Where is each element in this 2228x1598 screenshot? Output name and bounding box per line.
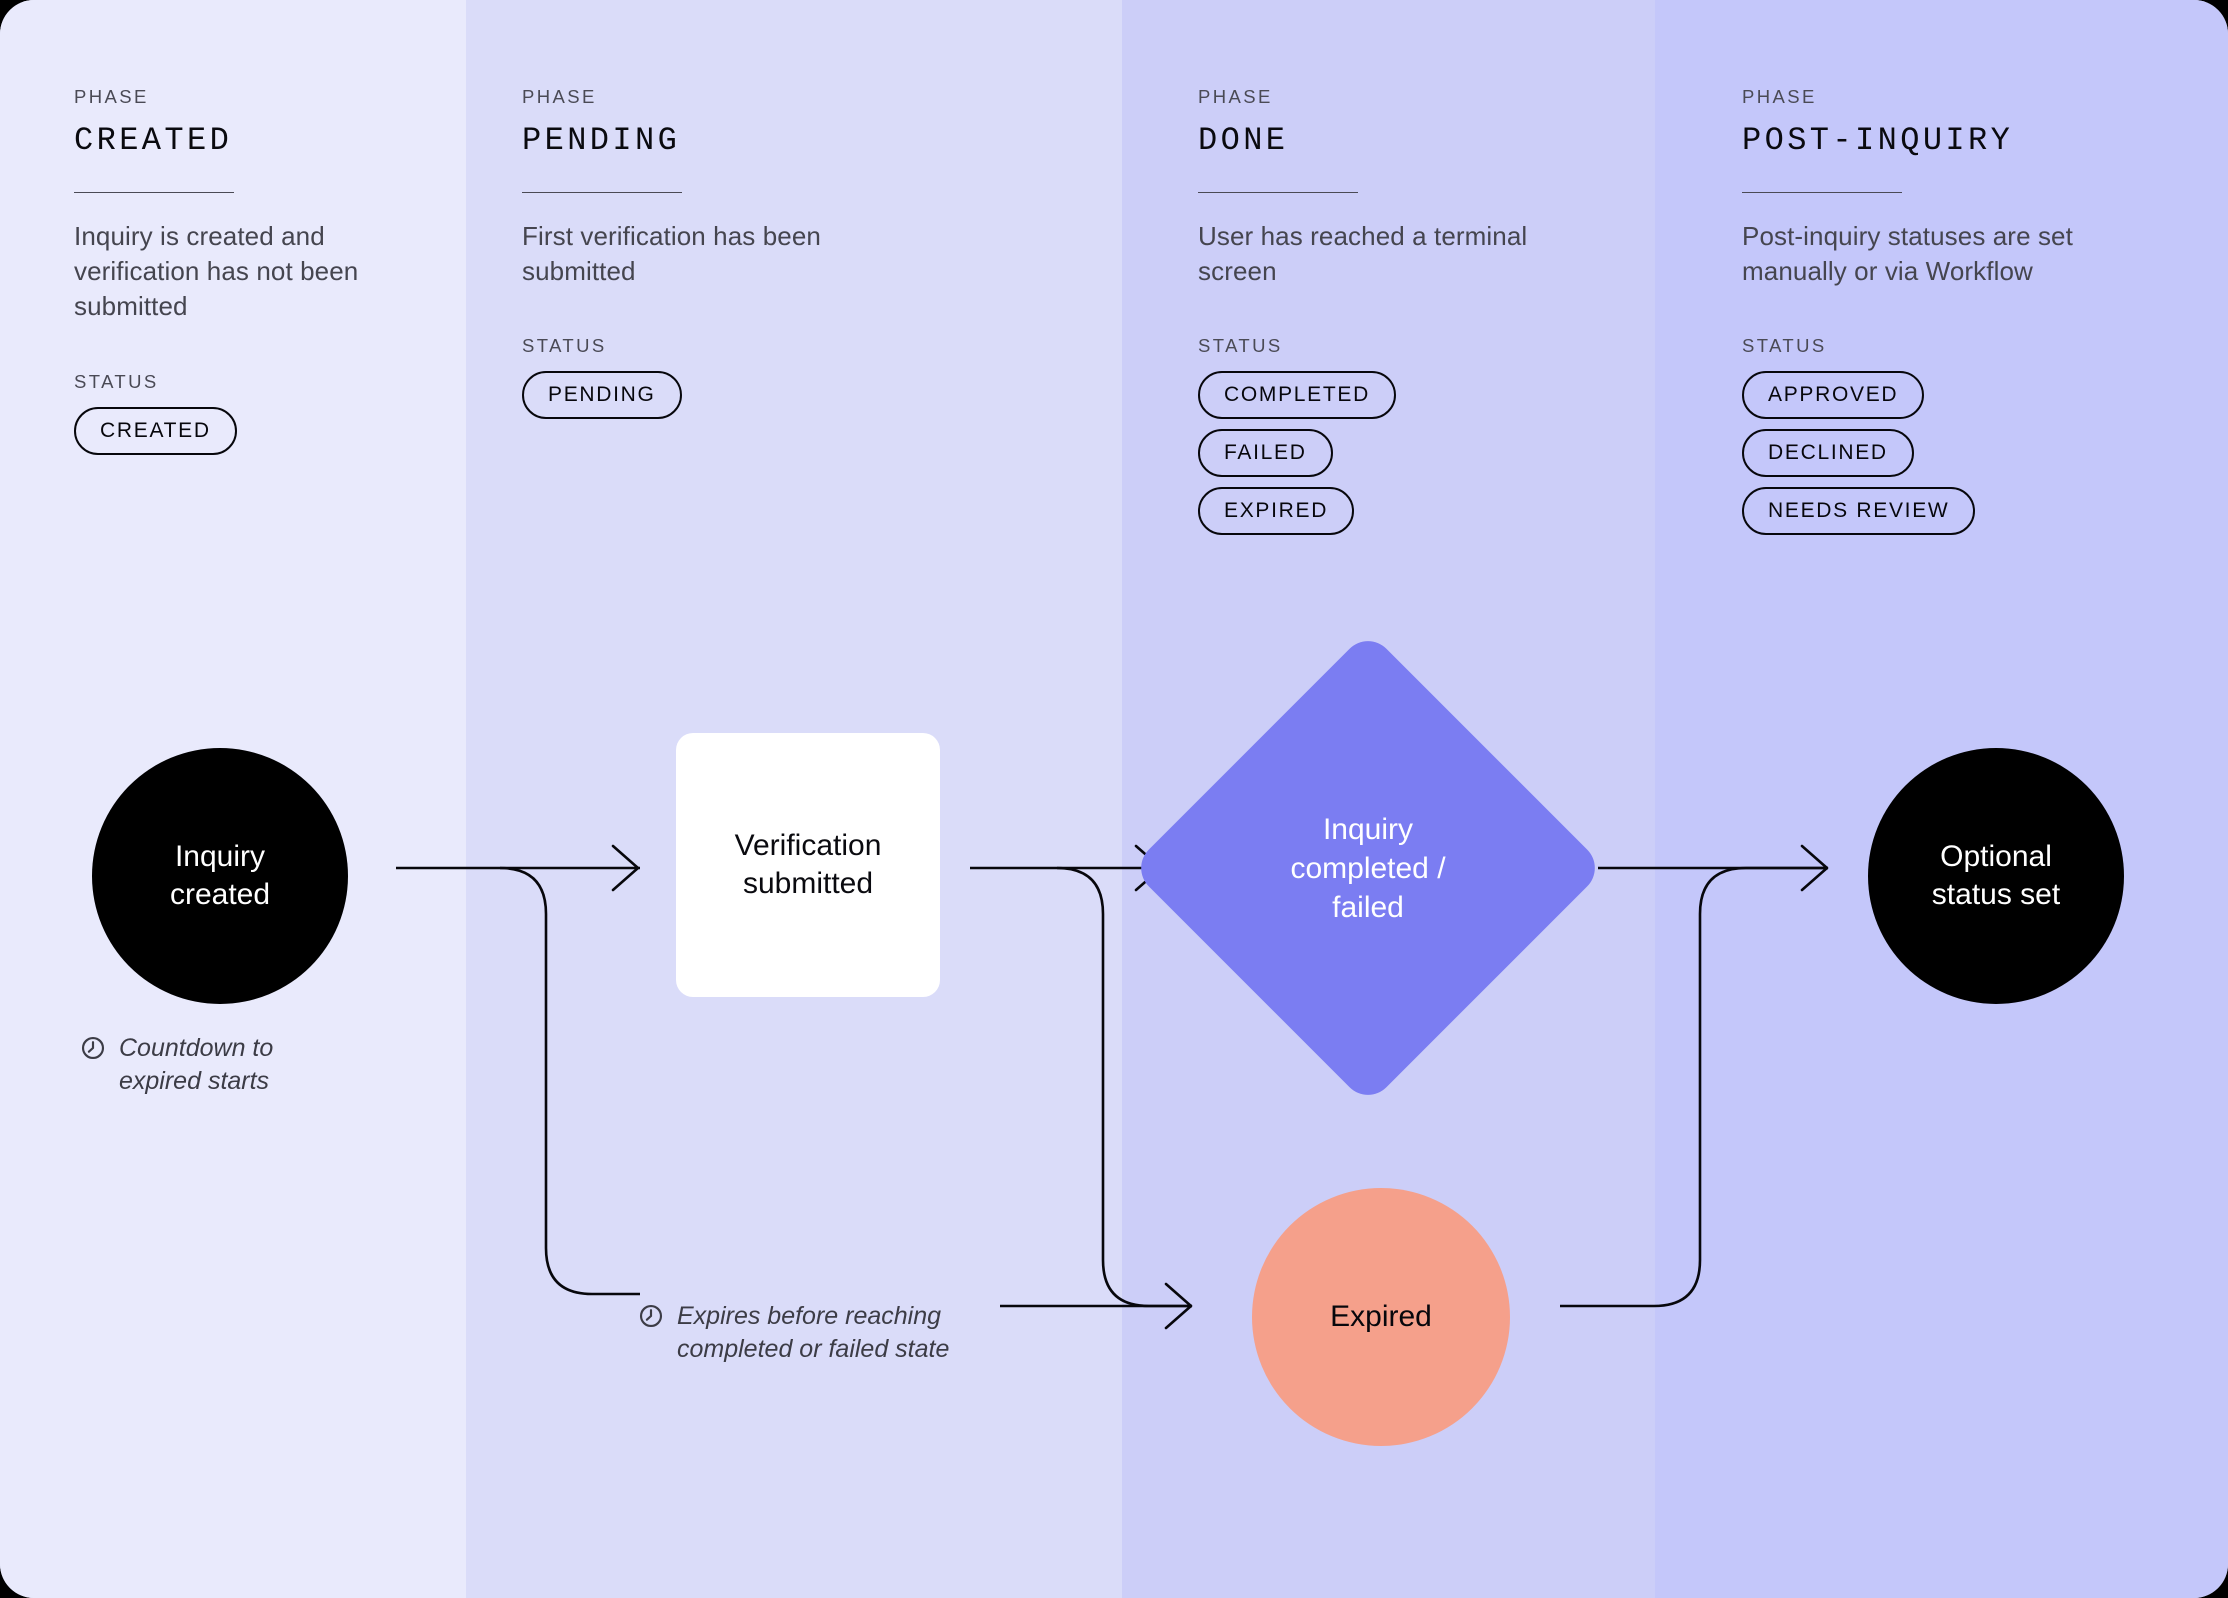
status-pill-list: APPROVED DECLINED NEEDS REVIEW bbox=[1742, 371, 2142, 536]
phase-eyebrow: PHASE bbox=[1198, 86, 1273, 107]
divider bbox=[1198, 191, 1358, 193]
connector-verification-expiry-branch bbox=[1056, 866, 1192, 1308]
status-pill-list: COMPLETED FAILED EXPIRED bbox=[1198, 371, 1528, 536]
phase-column-post-inquiry: PHASE POST-INQUIRY Post-inquiry statuses… bbox=[1742, 86, 2142, 536]
node-verification-submitted[interactable]: Verification submitted bbox=[676, 733, 940, 997]
node-label: Inquiry created bbox=[169, 839, 271, 911]
node-optional-status-set[interactable]: Optional status set bbox=[1868, 748, 2124, 1004]
node-label: Verification submitted bbox=[734, 828, 882, 900]
phase-description: User has reached a terminal screen bbox=[1198, 220, 1528, 287]
divider bbox=[74, 191, 234, 193]
status-badge[interactable]: NEEDS REVIEW bbox=[1742, 487, 1976, 536]
arrowhead-to-optional bbox=[1800, 844, 1829, 892]
clock-icon bbox=[639, 1304, 663, 1328]
status-section-label: STATUS bbox=[1742, 335, 1827, 357]
phase-title: CREATED bbox=[74, 121, 233, 159]
status-badge[interactable]: DECLINED bbox=[1742, 429, 1914, 478]
phase-eyebrow: PHASE bbox=[522, 86, 597, 107]
status-section-label: STATUS bbox=[1198, 335, 1283, 357]
annotation-text: Expires before reaching completed or fai… bbox=[677, 1302, 950, 1364]
phase-title: PENDING bbox=[522, 121, 681, 159]
node-label: Optional status set bbox=[1931, 839, 2061, 911]
arrowhead-to-expired bbox=[1164, 1282, 1193, 1330]
node-inquiry-completed-failed[interactable]: Inquiry completed / failed bbox=[1130, 630, 1606, 1106]
phase-description: Inquiry is created and verification has … bbox=[74, 220, 359, 322]
node-expired[interactable]: Expired bbox=[1252, 1188, 1510, 1446]
clock-icon bbox=[81, 1036, 105, 1060]
arrowhead-to-verification bbox=[611, 844, 640, 892]
status-badge[interactable]: APPROVED bbox=[1742, 371, 1925, 420]
divider bbox=[522, 191, 682, 193]
status-badge[interactable]: CREATED bbox=[74, 406, 237, 455]
phase-description: First verification has been submitted bbox=[522, 220, 821, 287]
status-pill-list: CREATED bbox=[74, 406, 404, 455]
phase-title: POST-INQUIRY bbox=[1742, 121, 2014, 159]
connector-expired-to-optional bbox=[1560, 866, 1828, 1308]
phase-eyebrow: PHASE bbox=[74, 86, 149, 107]
phase-description: Post-inquiry statuses are set manually o… bbox=[1742, 220, 2073, 287]
status-section-label: STATUS bbox=[522, 335, 607, 357]
annotation-expires-before: Expires before reaching completed or fai… bbox=[638, 1300, 1038, 1367]
status-badge[interactable]: EXPIRED bbox=[1198, 487, 1355, 536]
annotation-text: Countdown to expired starts bbox=[119, 1034, 274, 1096]
status-section-label: STATUS bbox=[74, 370, 159, 392]
connector-created-expiry-branch bbox=[499, 866, 640, 1296]
node-inquiry-created[interactable]: Inquiry created bbox=[92, 748, 348, 1004]
status-badge[interactable]: COMPLETED bbox=[1198, 371, 1396, 420]
status-badge[interactable]: FAILED bbox=[1198, 429, 1333, 478]
divider bbox=[1742, 191, 1902, 193]
node-label: Expired bbox=[1330, 1299, 1432, 1333]
node-label: Inquiry completed / failed bbox=[1290, 812, 1446, 924]
phase-column-done: PHASE DONE User has reached a terminal s… bbox=[1198, 86, 1528, 536]
phase-title: DONE bbox=[1198, 121, 1289, 159]
status-badge[interactable]: PENDING bbox=[522, 371, 682, 420]
phase-column-created: PHASE CREATED Inquiry is created and ver… bbox=[74, 86, 404, 455]
status-pill-list: PENDING bbox=[522, 371, 852, 420]
annotation-countdown: Countdown to expired starts bbox=[80, 1032, 380, 1099]
phase-column-pending: PHASE PENDING First verification has bee… bbox=[522, 86, 852, 420]
phase-eyebrow: PHASE bbox=[1742, 86, 1817, 107]
